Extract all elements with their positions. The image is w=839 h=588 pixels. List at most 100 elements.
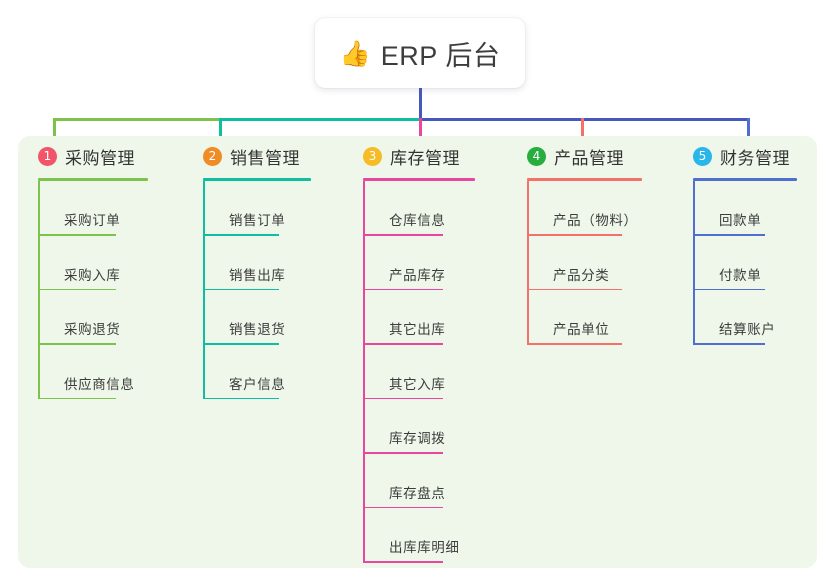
branch-item-underline [203, 343, 279, 345]
branch-item-label: 库存调拨 [389, 431, 446, 446]
branch-item-label: 结算账户 [719, 322, 776, 337]
branch-header-4[interactable]: 4 产品管理 [527, 143, 642, 169]
root-trunk-line [419, 88, 422, 121]
branch-item[interactable]: 产品（物料） [527, 181, 642, 236]
branch-item-underline [527, 288, 622, 290]
branch-header-2[interactable]: 2 销售管理 [203, 143, 311, 169]
branch-item-underline [38, 397, 116, 399]
branch-number-badge: 4 [527, 146, 546, 166]
branch-item-label: 其它出库 [389, 322, 446, 337]
branch-item[interactable]: 销售订单 [203, 181, 311, 236]
branch-item[interactable]: 回款单 [693, 181, 797, 236]
branch-column-4: 4 产品管理产品（物料） 产品分类产品单位 [527, 143, 642, 345]
bus-segment-teal [219, 118, 421, 121]
branch-item-label: 产品单位 [553, 322, 610, 337]
branch-item[interactable]: 付款单 [693, 236, 797, 290]
diagram-panel [18, 136, 817, 568]
branch-item-underline [363, 288, 443, 290]
branch-item-underline [363, 343, 443, 345]
branch-item[interactable]: 其它入库 [363, 345, 475, 399]
root-node-label: ERP 后台 [380, 40, 501, 71]
branch-items: 回款单付款单结算账户 [693, 181, 797, 345]
branch-items: 采购订单采购入库采购退货供应商信息 [38, 181, 148, 399]
branch-item[interactable]: 产品分类 [527, 236, 642, 290]
branch-title: 库存管理 [390, 148, 460, 168]
branch-item[interactable]: 结算账户 [693, 290, 797, 345]
bus-segment-green [53, 118, 221, 121]
branch-item-label: 其它入库 [389, 376, 446, 392]
branch-item-label: 供应商信息 [64, 376, 135, 392]
branch-title: 采购管理 [65, 148, 135, 168]
branch-number-badge: 1 [38, 146, 57, 166]
branch-title: 产品管理 [554, 148, 624, 168]
branch-item-underline [363, 506, 443, 508]
branch-item-label: 库存盘点 [389, 485, 446, 501]
branch-item[interactable]: 仓库信息 [363, 181, 475, 236]
branch-item-underline [38, 234, 116, 236]
branch-item[interactable]: 销售出库 [203, 236, 311, 290]
branch-item-label: 产品（物料） [553, 213, 638, 228]
branch-items: 仓库信息产品库存其它出库其它入库库存调拨库存盘点出库库明细 [363, 181, 475, 563]
branch-item-label: 仓库信息 [389, 213, 446, 228]
branch-item[interactable]: 采购订单 [38, 181, 148, 236]
branch-underline [203, 178, 311, 181]
branch-column-2: 2 销售管理销售订单销售出库销售退货客户信息 [203, 143, 311, 399]
branch-underline [527, 178, 642, 181]
branch-spine [527, 181, 529, 345]
branch-item[interactable]: 产品库存 [363, 236, 475, 290]
branch-items: 产品（物料） 产品分类产品单位 [527, 181, 642, 345]
branch-column-5: 5 财务管理回款单付款单结算账户 [693, 143, 797, 345]
bus-segment-blue [419, 118, 749, 121]
branch-item[interactable]: 采购退货 [38, 290, 148, 345]
root-node[interactable]: 👍 ERP 后台 [315, 18, 525, 88]
branch-item[interactable]: 产品单位 [527, 290, 642, 345]
branch-item-label: 销售退货 [229, 322, 286, 337]
branch-item-underline [363, 561, 443, 563]
thumbs-up-emoji: 👍 [339, 38, 371, 68]
branch-item-label: 销售订单 [229, 213, 286, 228]
branch-underline [38, 178, 148, 181]
branch-spine [203, 181, 205, 399]
branch-header-1[interactable]: 1 采购管理 [38, 143, 148, 169]
branch-item-label: 回款单 [719, 213, 762, 228]
branch-item-label: 付款单 [719, 267, 762, 283]
branch-column-1: 1 采购管理采购订单采购入库采购退货供应商信息 [38, 143, 148, 399]
branch-item-underline [693, 234, 765, 236]
branch-item-underline [693, 288, 765, 290]
branch-number-badge: 2 [203, 146, 222, 166]
branch-item[interactable]: 库存盘点 [363, 454, 475, 508]
branch-item[interactable]: 客户信息 [203, 345, 311, 399]
branch-item[interactable]: 销售退货 [203, 290, 311, 345]
branch-item-label: 客户信息 [229, 376, 286, 392]
branch-spine [693, 181, 695, 345]
branch-item-underline [693, 343, 765, 345]
branch-item[interactable]: 出库库明细 [363, 508, 475, 563]
branch-header-5[interactable]: 5 财务管理 [693, 143, 797, 169]
branch-spine [363, 181, 365, 563]
branch-item[interactable]: 库存调拨 [363, 399, 475, 454]
branch-item[interactable]: 供应商信息 [38, 345, 148, 399]
branch-item-underline [38, 288, 116, 290]
branch-title: 销售管理 [230, 148, 300, 168]
branch-spine [38, 181, 40, 399]
branch-item-label: 采购订单 [64, 213, 121, 228]
branch-item-underline [363, 452, 443, 454]
branch-item-label: 销售出库 [229, 267, 286, 283]
branch-item-label: 采购入库 [64, 267, 121, 283]
branch-underline [363, 178, 475, 181]
branch-item[interactable]: 其它出库 [363, 290, 475, 345]
branch-item-underline [527, 343, 622, 345]
branch-item-label: 出库库明细 [389, 540, 460, 555]
branch-underline [693, 178, 797, 181]
branch-item[interactable]: 采购入库 [38, 236, 148, 290]
branch-item-underline [203, 234, 279, 236]
branch-item-underline [363, 234, 443, 236]
branch-number-badge: 5 [693, 146, 712, 166]
branch-items: 销售订单销售出库销售退货客户信息 [203, 181, 311, 399]
branch-item-underline [363, 397, 443, 399]
branch-title: 财务管理 [720, 148, 790, 168]
branch-item-underline [527, 234, 622, 236]
branch-item-label: 产品分类 [553, 267, 610, 283]
